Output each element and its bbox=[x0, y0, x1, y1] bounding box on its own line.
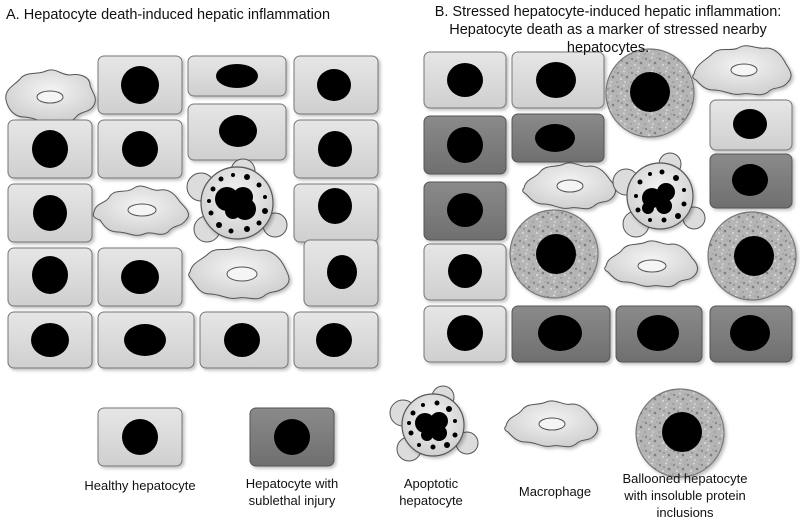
macrophage bbox=[5, 69, 96, 122]
apoptotic-hepatocyte bbox=[186, 158, 288, 243]
healthy-hepatocyte bbox=[423, 305, 507, 363]
legend-healthy-hepatocyte bbox=[97, 407, 183, 467]
healthy-hepatocyte bbox=[199, 311, 289, 369]
healthy-hepatocyte bbox=[293, 183, 379, 243]
healthy-hepatocyte bbox=[293, 311, 379, 369]
legend-sublethal-hepatocyte bbox=[249, 407, 335, 467]
healthy-hepatocyte bbox=[97, 55, 183, 115]
sublethal-hepatocyte bbox=[709, 305, 793, 363]
healthy-hepatocyte bbox=[423, 243, 507, 301]
legend-label-sublethal: Hepatocyte with sublethal injury bbox=[245, 476, 339, 508]
ballooned-hepatocyte bbox=[605, 48, 695, 138]
panel-b bbox=[423, 45, 797, 363]
legend-label-apoptotic: Apoptotic hepatocyte bbox=[399, 476, 463, 508]
sublethal-hepatocyte bbox=[423, 115, 507, 175]
macrophage bbox=[522, 162, 617, 210]
ballooned-hepatocyte bbox=[707, 211, 797, 301]
panel-b-title: B. Stressed hepatocyte-induced hepatic i… bbox=[434, 4, 782, 56]
macrophage bbox=[604, 240, 699, 288]
healthy-hepatocyte bbox=[7, 247, 93, 307]
panel-a bbox=[5, 55, 379, 369]
legend-apoptotic-hepatocyte bbox=[389, 385, 479, 462]
healthy-hepatocyte bbox=[423, 51, 507, 109]
legend bbox=[97, 385, 725, 478]
healthy-hepatocyte bbox=[303, 239, 379, 307]
healthy-hepatocyte bbox=[97, 311, 195, 369]
healthy-hepatocyte bbox=[97, 119, 183, 179]
macrophage bbox=[92, 185, 189, 236]
legend-label-healthy: Healthy hepatocyte bbox=[84, 478, 196, 493]
healthy-hepatocyte bbox=[7, 311, 93, 369]
legend-macrophage bbox=[504, 400, 599, 448]
nucleus bbox=[121, 66, 159, 104]
healthy-hepatocyte bbox=[187, 55, 287, 97]
healthy-hepatocyte bbox=[511, 51, 605, 109]
healthy-hepatocyte bbox=[709, 99, 793, 151]
healthy-hepatocyte bbox=[293, 55, 379, 115]
sublethal-hepatocyte bbox=[709, 153, 793, 209]
sublethal-hepatocyte bbox=[511, 113, 605, 163]
healthy-hepatocyte bbox=[7, 119, 93, 179]
healthy-hepatocyte bbox=[7, 183, 93, 243]
healthy-hepatocyte bbox=[293, 119, 379, 179]
sublethal-hepatocyte bbox=[423, 181, 507, 241]
sublethal-hepatocyte bbox=[615, 305, 703, 363]
legend-label-macrophage: Macrophage bbox=[518, 484, 592, 499]
ballooned-hepatocyte bbox=[509, 209, 599, 299]
macrophage bbox=[188, 246, 290, 300]
macrophage bbox=[692, 45, 792, 96]
legend-label-ballooned: Ballooned hepatocyte with insoluble prot… bbox=[622, 471, 748, 520]
legend-ballooned-hepatocyte bbox=[635, 388, 725, 478]
panel-a-title: A. Hepatocyte death-induced hepatic infl… bbox=[6, 7, 331, 23]
healthy-hepatocyte bbox=[97, 247, 183, 307]
apoptotic-hepatocyte bbox=[612, 152, 706, 238]
healthy-hepatocyte bbox=[187, 103, 287, 161]
sublethal-hepatocyte bbox=[511, 305, 611, 363]
